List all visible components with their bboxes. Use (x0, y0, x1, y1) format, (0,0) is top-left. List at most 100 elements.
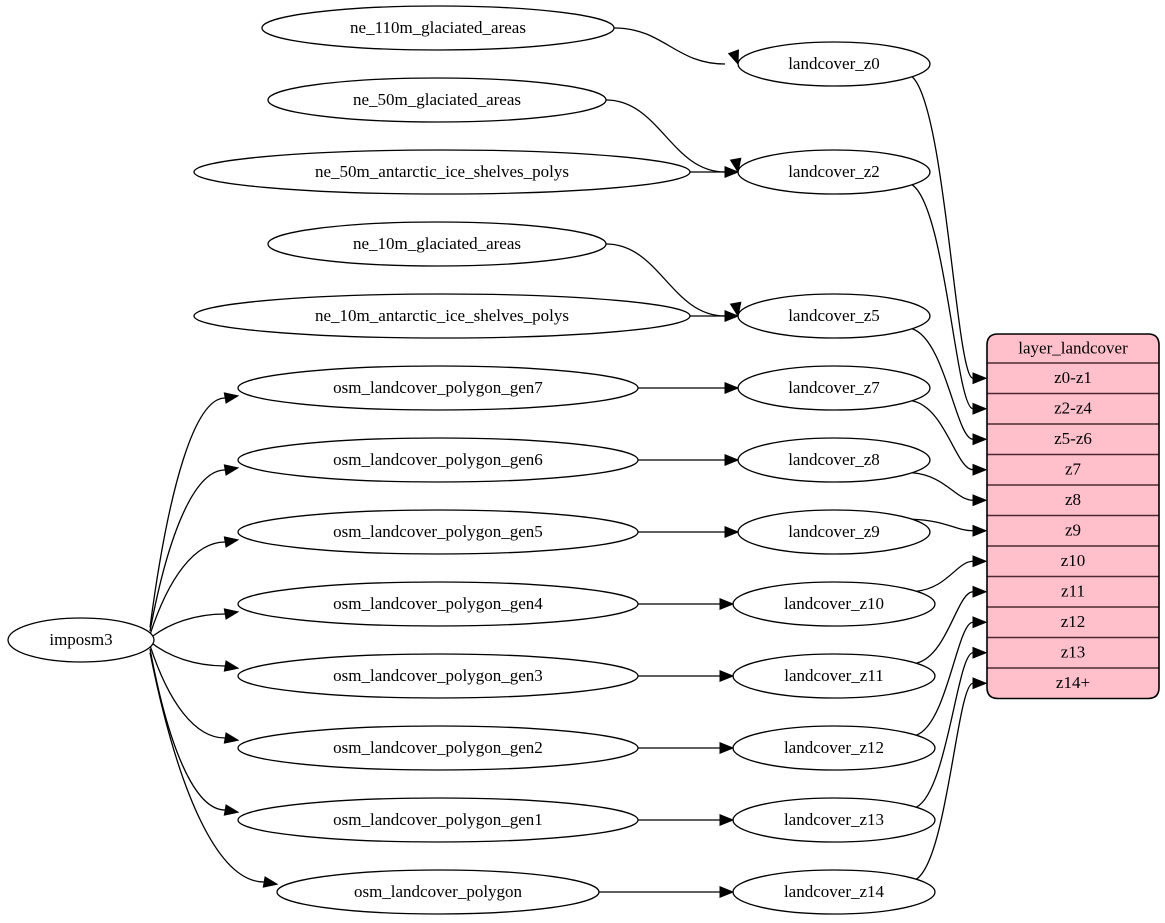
table-row-z10[interactable]: z10 (1061, 551, 1086, 570)
layer-landcover-table: layer_landcover z0-z1 z2-z4 z5-z6 z7 z8 z9 z10 z… (986, 333, 1160, 700)
edge-ne_50m_glaciated_areas-to-landcover_z2 (605, 99, 726, 173)
table-row-z9[interactable]: z9 (1065, 521, 1081, 540)
table-row-label: z5-z6 (1054, 429, 1092, 448)
edge-imposm3-to-osm_landcover_polygon_gen6 (149, 469, 226, 632)
node-ne_10m_antarctic_ice_shelves_polys[interactable]: ne_10m_antarctic_ice_shelves_polys (193, 293, 691, 339)
node-landcover_z7[interactable]: landcover_z7 (737, 365, 931, 411)
node-osm_landcover_polygon[interactable]: osm_landcover_polygon (276, 869, 600, 915)
table-row-label: z10 (1061, 551, 1086, 570)
node-label: landcover_z13 (784, 810, 884, 829)
edge-osm_landcover_polygon-to-landcover_z14-arrowhead (719, 886, 735, 898)
node-landcover_z8[interactable]: landcover_z8 (737, 437, 931, 483)
node-label: osm_landcover_polygon_gen5 (333, 522, 543, 541)
node-osm_landcover_polygon_gen6[interactable]: osm_landcover_polygon_gen6 (237, 437, 639, 483)
edge-imposm3-to-osm_landcover_polygon_gen5-arrowhead (223, 536, 240, 548)
table-row-z14+[interactable]: z14+ (1056, 673, 1090, 692)
node-landcover_z9[interactable]: landcover_z9 (737, 509, 931, 555)
edge-landcover_z7-to-row-z7-arrowhead (972, 463, 988, 476)
table-row-z12[interactable]: z12 (1061, 612, 1086, 631)
node-label: landcover_z12 (784, 738, 884, 757)
node-landcover_z5[interactable]: landcover_z5 (737, 293, 931, 339)
node-landcover_z14[interactable]: landcover_z14 (732, 869, 936, 915)
edge-landcover_z7-to-row-z7 (911, 400, 974, 471)
table-row-label: z7 (1065, 460, 1082, 479)
node-label: ne_10m_glaciated_areas (353, 234, 521, 253)
node-landcover_z13[interactable]: landcover_z13 (732, 797, 936, 843)
table-row-label: z2-z4 (1054, 399, 1092, 418)
node-label: ne_50m_glaciated_areas (353, 90, 521, 109)
node-ne_110m_glaciated_areas[interactable]: ne_110m_glaciated_areas (261, 5, 615, 51)
edge-landcover_z0-to-row-z0-z1-arrowhead (972, 372, 988, 385)
edge-landcover_z9-to-row-z9-arrowhead (972, 524, 988, 537)
edge-landcover_z2-to-row-z2-z4-arrowhead (972, 402, 988, 415)
table-row-z8[interactable]: z8 (1065, 490, 1081, 509)
node-osm_landcover_polygon_gen4[interactable]: osm_landcover_polygon_gen4 (237, 581, 639, 627)
edge-landcover_z8-to-row-z8-arrowhead (972, 494, 988, 507)
node-osm_landcover_polygon_gen2[interactable]: osm_landcover_polygon_gen2 (237, 725, 639, 771)
edge-osm_landcover_polygon_gen1-to-landcover_z13-arrowhead (719, 814, 735, 826)
table-header-label: layer_landcover (1018, 338, 1128, 357)
edge-osm_landcover_polygon_gen3-to-landcover_z11-arrowhead (719, 670, 735, 682)
node-landcover_z2[interactable]: landcover_z2 (737, 149, 931, 195)
node-osm_landcover_polygon_gen1[interactable]: osm_landcover_polygon_gen1 (237, 797, 639, 843)
node-ne_50m_antarctic_ice_shelves_polys[interactable]: ne_50m_antarctic_ice_shelves_polys (193, 149, 691, 195)
node-landcover_z10[interactable]: landcover_z10 (732, 581, 936, 627)
edge-landcover_z14-to-row-z14+ (915, 682, 974, 880)
node-landcover_z11[interactable]: landcover_z11 (732, 653, 936, 699)
edge-landcover_z13-to-row-z13-arrowhead (972, 646, 988, 659)
node-label: landcover_z11 (784, 666, 883, 685)
table-row-z0-z1[interactable]: z0-z1 (1054, 368, 1092, 387)
edge-landcover_z9-to-row-z9 (912, 518, 974, 532)
node-label: landcover_z2 (788, 162, 880, 181)
edge-imposm3-to-osm_landcover_polygon-arrowhead (262, 876, 279, 888)
edge-layer (149, 27, 988, 898)
table-row-z2-z4[interactable]: z2-z4 (1054, 399, 1092, 418)
node-ne_50m_glaciated_areas[interactable]: ne_50m_glaciated_areas (267, 77, 607, 123)
edge-imposm3-to-osm_landcover_polygon_gen1-arrowhead (223, 804, 240, 816)
node-label: ne_50m_antarctic_ice_shelves_polys (315, 162, 569, 181)
node-label: osm_landcover_polygon_gen6 (333, 450, 543, 469)
node-label: landcover_z8 (788, 450, 880, 469)
edge-imposm3-to-osm_landcover_polygon_gen4 (149, 613, 226, 639)
table-row-z5-z6[interactable]: z5-z6 (1054, 429, 1092, 448)
node-label: imposm3 (49, 630, 112, 649)
node-landcover_z12[interactable]: landcover_z12 (732, 725, 936, 771)
edge-ne_50m_antarctic_ice_shelves_polys-to-landcover_z2-arrowhead (724, 166, 740, 178)
node-label: osm_landcover_polygon_gen2 (333, 738, 543, 757)
node-landcover_z0[interactable]: landcover_z0 (737, 41, 931, 87)
node-ne_10m_glaciated_areas[interactable]: ne_10m_glaciated_areas (267, 221, 607, 267)
node-osm_landcover_polygon_gen5[interactable]: osm_landcover_polygon_gen5 (237, 509, 639, 555)
edge-landcover_z10-to-row-z10-arrowhead (972, 555, 988, 568)
edge-imposm3-to-osm_landcover_polygon_gen2 (149, 645, 226, 739)
node-label: ne_10m_antarctic_ice_shelves_polys (315, 306, 569, 325)
table-row-label: z8 (1065, 490, 1081, 509)
node-label: landcover_z5 (788, 306, 880, 325)
edge-imposm3-to-osm_landcover_polygon_gen6-arrowhead (223, 464, 240, 476)
node-label: osm_landcover_polygon_gen1 (333, 810, 543, 829)
node-osm_landcover_polygon_gen3[interactable]: osm_landcover_polygon_gen3 (237, 653, 639, 699)
node-label: osm_landcover_polygon (354, 882, 523, 901)
node-label: landcover_z9 (788, 522, 880, 541)
table-row-z11[interactable]: z11 (1061, 582, 1085, 601)
edge-osm_landcover_polygon_gen4-to-landcover_z10-arrowhead (719, 598, 735, 610)
edge-osm_landcover_polygon_gen7-to-landcover_z7-arrowhead (724, 382, 740, 394)
node-label: landcover_z0 (788, 54, 880, 73)
node-imposm3[interactable]: imposm3 (7, 617, 155, 663)
edge-landcover_z11-to-row-z11 (916, 591, 974, 664)
edge-imposm3-to-osm_landcover_polygon_gen4-arrowhead (223, 608, 240, 620)
table-row-label: z0-z1 (1054, 368, 1092, 387)
table-row-z7[interactable]: z7 (1065, 460, 1082, 479)
edge-imposm3-to-osm_landcover_polygon_gen5 (149, 541, 226, 635)
edge-ne_10m_glaciated_areas-to-landcover_z5-arrowhead (729, 301, 742, 318)
edge-landcover_z14-to-row-z14+-arrowhead (972, 677, 988, 690)
table-row-z13[interactable]: z13 (1061, 643, 1086, 662)
edge-landcover_z5-to-row-z5-z6-arrowhead (972, 433, 988, 446)
table-row-label: z14+ (1056, 673, 1090, 692)
node-label: osm_landcover_polygon_gen4 (333, 594, 543, 613)
edge-imposm3-to-osm_landcover_polygon_gen3 (149, 641, 226, 667)
node-osm_landcover_polygon_gen7[interactable]: osm_landcover_polygon_gen7 (237, 365, 639, 411)
edge-imposm3-to-osm_landcover_polygon (149, 652, 265, 883)
edge-landcover_z8-to-row-z8 (912, 472, 974, 501)
